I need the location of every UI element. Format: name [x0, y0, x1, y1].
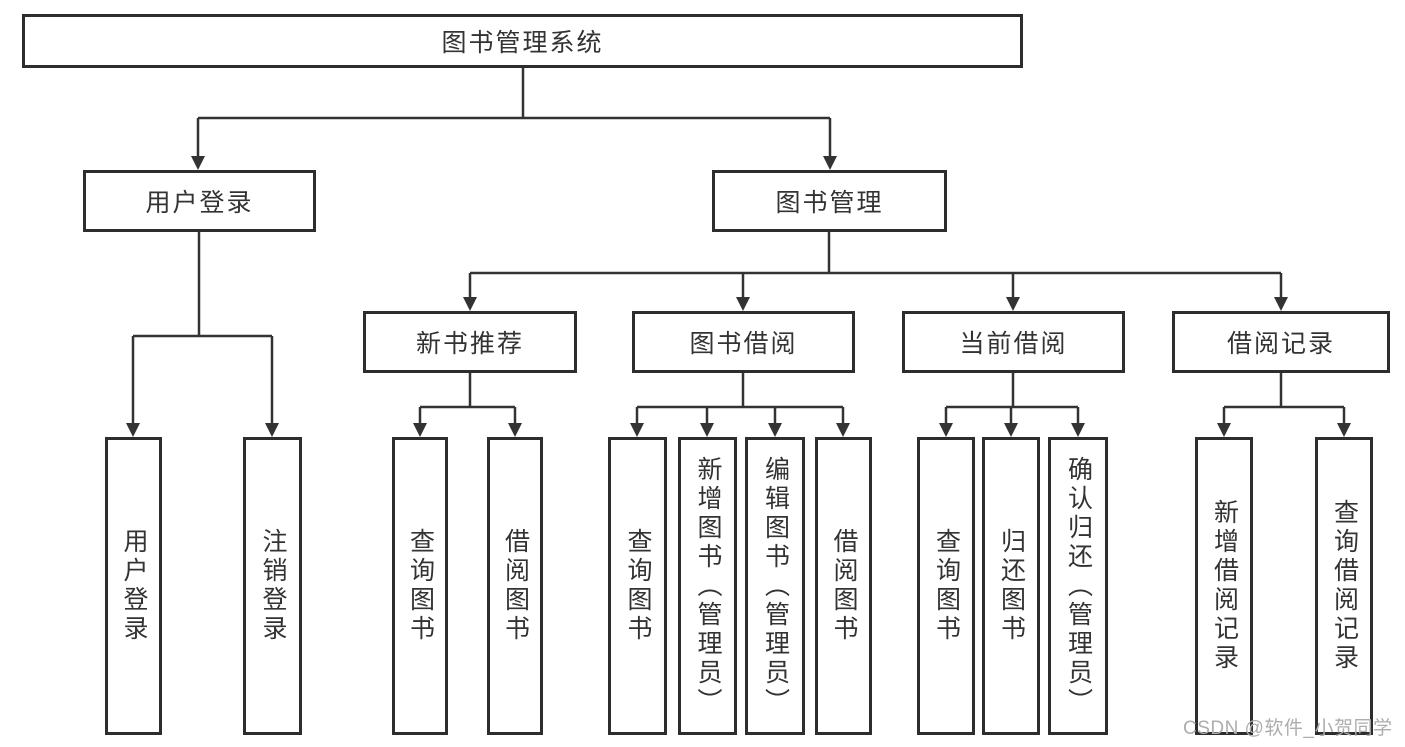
arrow-head: [413, 423, 427, 437]
leaf-label: 借阅图书: [830, 528, 858, 644]
connector-book-borrow: [635, 373, 845, 425]
connector-new-book: [418, 373, 517, 425]
leaf-borrow-book: 借阅图书: [815, 437, 872, 735]
leaf-label: 查询图书: [406, 528, 435, 644]
leaf-logout-login: 注销登录: [243, 437, 302, 735]
leaf-query-book-current: 查询图书: [917, 437, 975, 735]
leaf-label: 查询图书: [624, 528, 652, 644]
leaf-edit-book-admin: 编辑图书（管理员）: [745, 437, 805, 735]
node-current-borrow-label: 当前借阅: [959, 330, 1068, 358]
arrow-head: [1004, 423, 1018, 437]
leaf-label: 查询图书: [932, 528, 961, 644]
arrow-head: [126, 423, 140, 437]
arrow-head: [836, 423, 850, 437]
leaf-borrow-book-recommend: 借阅图书: [487, 437, 543, 735]
arrow-head: [736, 297, 750, 311]
arrow-head: [508, 423, 522, 437]
leaf-add-borrow-record: 新增借阅记录: [1195, 437, 1253, 735]
node-borrow-records-label: 借阅记录: [1226, 330, 1335, 358]
leaf-return-book: 归还图书: [982, 437, 1040, 735]
leaf-label: 用户登录: [120, 528, 148, 644]
arrow-head: [463, 297, 477, 311]
connector-current-borrow: [944, 373, 1080, 425]
leaf-confirm-return-admin: 确认归还（管理员）: [1048, 437, 1108, 735]
arrow-head: [1337, 423, 1351, 437]
arrow-head: [1274, 297, 1288, 311]
leaf-label: 归还图书: [997, 528, 1026, 644]
leaf-query-book-borrow: 查询图书: [608, 437, 667, 735]
arrow-head: [939, 423, 953, 437]
arrow-head: [823, 156, 837, 170]
node-book-borrow-label: 图书借阅: [689, 330, 798, 358]
node-user-login-label: 用户登录: [145, 189, 254, 217]
leaf-label: 编辑图书（管理员）: [761, 455, 790, 717]
node-new-book-recommend: 新书推荐: [363, 311, 577, 373]
leaf-user-login: 用户登录: [105, 437, 162, 735]
arrow-head: [265, 423, 279, 437]
node-book-mgmt: 图书管理: [712, 170, 947, 232]
arrow-head: [1006, 297, 1020, 311]
node-new-book-recommend-label: 新书推荐: [415, 330, 524, 358]
arrow-head: [630, 423, 644, 437]
arrow-head: [700, 423, 714, 437]
leaf-add-book-admin: 新增图书（管理员）: [678, 437, 737, 735]
node-borrow-records: 借阅记录: [1172, 311, 1390, 373]
leaf-label: 确认归还（管理员）: [1064, 455, 1093, 717]
arrow-head: [1217, 423, 1231, 437]
leaf-label: 新增借阅记录: [1210, 499, 1239, 673]
node-root: 图书管理系统: [22, 14, 1023, 68]
leaf-label: 新增图书（管理员）: [694, 455, 722, 717]
arrow-head: [768, 423, 782, 437]
leaf-label: 查询借阅记录: [1330, 499, 1359, 673]
leaf-label: 注销登录: [259, 528, 287, 644]
csdn-watermark: CSDN @软件_小贺同学: [1183, 718, 1393, 739]
arrow-head: [191, 156, 205, 170]
leaf-label: 借阅图书: [501, 528, 530, 644]
node-book-mgmt-label: 图书管理: [775, 189, 884, 217]
arrow-head: [1071, 423, 1085, 437]
leaf-query-book-recommend: 查询图书: [392, 437, 448, 735]
leaf-query-borrow-record: 查询借阅记录: [1315, 437, 1373, 735]
connector-user-login: [131, 232, 274, 425]
connector-root: [196, 68, 832, 158]
connector-borrow-records: [1222, 373, 1346, 425]
node-current-borrow: 当前借阅: [902, 311, 1125, 373]
node-user-login: 用户登录: [83, 170, 316, 232]
node-book-borrow: 图书借阅: [632, 311, 855, 373]
connector-book-mgmt: [468, 232, 1283, 300]
node-root-label: 图书管理系统: [441, 29, 604, 57]
